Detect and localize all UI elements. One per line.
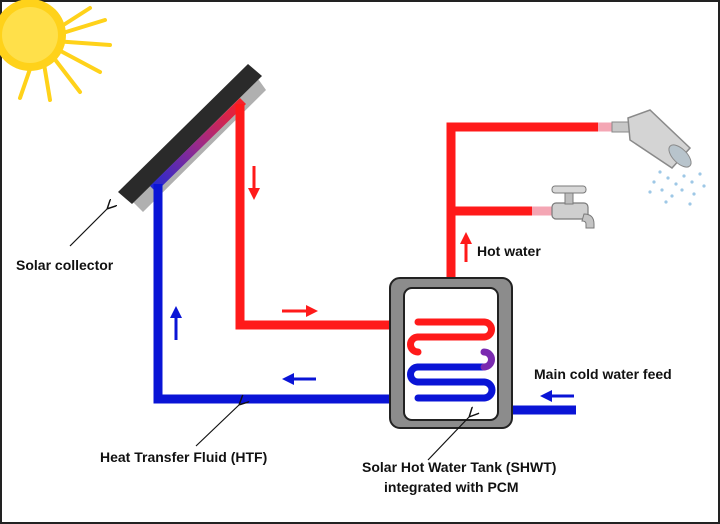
faucet-icon bbox=[551, 185, 595, 229]
pointer-shwt bbox=[427, 416, 470, 461]
arrow-hot-water-up bbox=[460, 232, 472, 262]
faucet-pipe-tip bbox=[532, 206, 552, 216]
solar-collector-panel bbox=[118, 64, 266, 212]
label-shwt-line2: integrated with PCM bbox=[384, 479, 519, 495]
sun-icon bbox=[0, 0, 112, 102]
hot-pipe-loop bbox=[235, 104, 420, 330]
arrow-cold-up bbox=[170, 306, 182, 340]
shower-head-icon bbox=[611, 109, 706, 206]
label-shwt-line1: Solar Hot Water Tank (SHWT) bbox=[362, 459, 556, 475]
arrow-hot-right bbox=[282, 305, 318, 317]
pointer-htf bbox=[195, 404, 240, 447]
shower-pipe-tip bbox=[598, 122, 618, 132]
arrow-hot-down bbox=[248, 166, 260, 200]
pointer-solar-collector bbox=[69, 208, 108, 247]
arrow-cold-left bbox=[282, 373, 316, 385]
arrow-cold-feed-left bbox=[540, 390, 574, 402]
label-htf: Heat Transfer Fluid (HTF) bbox=[100, 449, 267, 465]
tank-coils bbox=[407, 318, 496, 402]
cold-pipe-loop bbox=[153, 184, 420, 404]
label-hot-water: Hot water bbox=[477, 243, 541, 259]
label-main-cold-water-feed: Main cold water feed bbox=[534, 366, 672, 382]
label-solar-collector: Solar collector bbox=[16, 257, 114, 273]
